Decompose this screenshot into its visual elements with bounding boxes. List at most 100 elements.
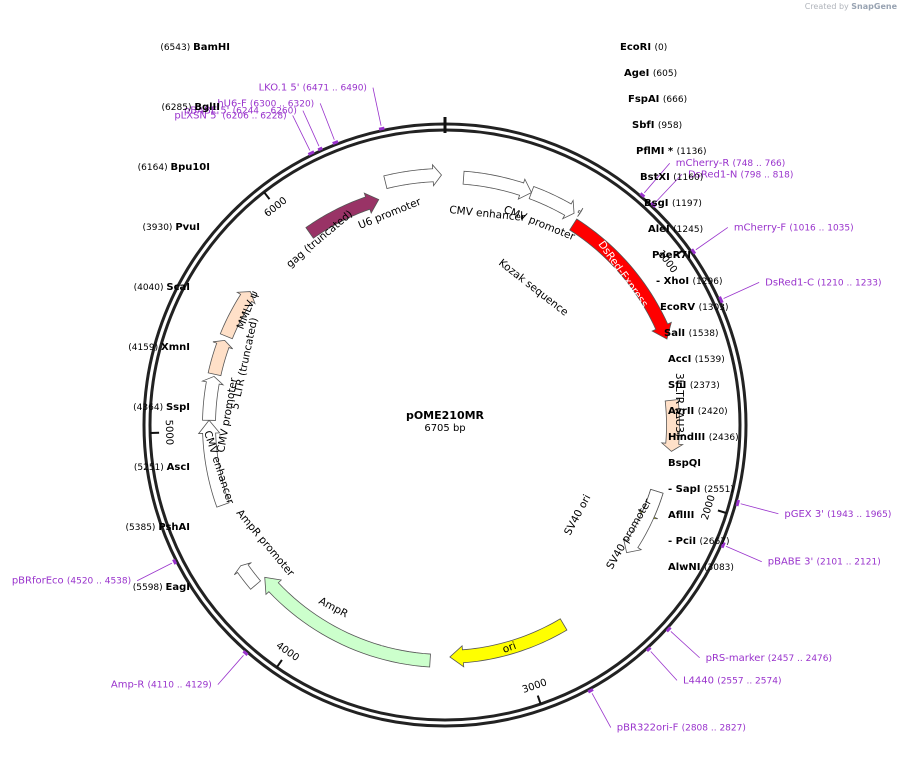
primer-name: LKO.1 5'	[259, 83, 303, 94]
primer-label-mcherry-r: mCherry-R (748 .. 766)	[676, 158, 786, 169]
enzyme-label-xmni: (4159) XmnI	[128, 342, 190, 353]
enzyme-label-alwni: AlwNI (3083)	[668, 562, 734, 573]
enzyme-label-bsgi: BsgI (1197)	[644, 198, 702, 209]
enzyme-label-eagi: (5598) EagI	[133, 582, 190, 593]
enzyme-label-afliii: AflIII	[668, 510, 694, 521]
feature-layer	[197, 163, 684, 668]
feature-cmv-enhancer	[197, 419, 230, 508]
enzyme-name: EagI	[166, 582, 190, 593]
primer-mark-pbrforeco	[172, 558, 178, 565]
feature-label-gag: gag (truncated)	[284, 208, 355, 270]
enzyme-label-pshai: (5385) PshAI	[126, 522, 190, 533]
enzyme-name: PflMI *	[636, 146, 677, 157]
enzyme-coord: (4159)	[128, 343, 161, 353]
ruler-label: 2000	[700, 494, 718, 522]
enzyme-coord: (2551)	[704, 485, 734, 495]
primer-leader	[654, 173, 683, 203]
primer-mark-prs-marker	[665, 626, 672, 633]
primer-name: pBABE 3'	[768, 557, 817, 568]
primer-coord: (6244 .. 6260)	[233, 107, 297, 117]
ruler-tick	[536, 695, 542, 705]
primer-coord: (748 .. 766)	[732, 159, 785, 169]
primer-leader	[650, 651, 678, 681]
feature-cmv-promoter	[201, 375, 225, 421]
feature-mmlv	[219, 291, 256, 340]
enzyme-label-avrii: AvrII (2420)	[668, 406, 728, 417]
primer-mark-mcherry-r	[639, 192, 646, 198]
feature-kozak-sequence	[577, 207, 584, 217]
ruler-tick	[275, 659, 283, 668]
feature-ampr-promoter	[233, 562, 262, 590]
primer-coord: (1210 .. 1233)	[817, 278, 881, 288]
ruler-tick	[717, 509, 727, 515]
enzyme-coord: (2436)	[709, 433, 739, 443]
feature-cmv-enhancer	[462, 170, 532, 200]
enzyme-coord: (958)	[658, 121, 682, 131]
primer-label-prs-marker: pRS-marker (2457 .. 2476)	[706, 653, 832, 664]
enzyme-label-hindiii: HindIII (2436)	[668, 432, 739, 443]
ruler-label: 6000	[263, 195, 290, 219]
snapgene-credit: Created by SnapGene	[805, 2, 897, 11]
primer-label-dsred1-c: DsRed1-C (1210 .. 1233)	[765, 277, 881, 288]
enzyme-coord: (2420)	[698, 407, 728, 417]
enzyme-name: BspQI	[668, 458, 701, 469]
credit-prefix: Created by	[804, 2, 849, 11]
enzyme-name: EcoRI	[620, 42, 655, 53]
feature-label-ampr: AmpR	[317, 595, 350, 620]
enzyme-coord: (1160)	[673, 173, 703, 183]
primer-name: pRS-marker	[706, 653, 768, 664]
primer-name: mCherry-R	[676, 158, 733, 169]
enzyme-name: - PciI	[668, 536, 700, 547]
primer-layer: LKO.1 5' (6471 .. 6490)hU6-F (6300 .. 63…	[12, 83, 892, 734]
enzyme-label-pcii: - PciI (2667)	[668, 536, 729, 547]
primer-coord: (798 .. 818)	[741, 170, 794, 180]
enzyme-label-asci: (5251) AscI	[134, 462, 190, 473]
primer-label-hu6-f: hU6-F (6300 .. 6320)	[217, 98, 314, 109]
enzyme-name: PvuI	[175, 222, 200, 233]
primer-label-mcherry-f: mCherry-F (1016 .. 1035)	[734, 222, 854, 233]
enzyme-label-alei: AleI (1245)	[648, 224, 703, 235]
enzyme-name: - SapI	[668, 484, 704, 495]
feature-label-ori: ori	[501, 640, 518, 656]
enzyme-label-pflmi: PflMI * (1136)	[636, 146, 707, 157]
primer-coord: (6300 .. 6320)	[250, 99, 314, 109]
enzyme-name: PaeR7I	[652, 250, 691, 261]
enzyme-coord: (5385)	[126, 523, 159, 533]
enzyme-coord: (5598)	[133, 583, 166, 593]
enzyme-label-scai: (4040) ScaI	[134, 282, 190, 293]
feature-ori	[449, 618, 568, 668]
enzyme-coord: (6543)	[160, 43, 193, 53]
enzyme-name: FspAI	[628, 94, 663, 105]
enzyme-label-fspai: FspAI (666)	[628, 94, 687, 105]
enzyme-coord: (2373)	[690, 381, 720, 391]
feature-label-3ltr: 3' LTR (ΔU3)	[673, 373, 685, 437]
enzyme-layer: EcoRI (0)AgeI (605)FspAI (666)SbfI (958)…	[126, 42, 739, 593]
enzyme-coord: (6164)	[138, 163, 171, 173]
feature-gag-truncated	[305, 192, 380, 239]
primer-leader	[725, 545, 762, 563]
primer-name: pBRforEco	[12, 576, 67, 587]
enzyme-label-pvui: (3930) PvuI	[143, 222, 200, 233]
primer-leader	[292, 115, 311, 151]
primer-leader	[740, 503, 779, 515]
enzyme-name: - XhoI	[656, 276, 693, 287]
primer-name: mCherry-F	[734, 222, 790, 233]
enzyme-coord: (3083)	[704, 563, 734, 573]
primer-leader	[217, 655, 244, 685]
primer-label-pgex-3: pGEX 3' (1943 .. 1965)	[784, 509, 891, 520]
enzyme-label-bstxi: BstXI (1160)	[640, 172, 703, 183]
enzyme-coord: (1296)	[693, 277, 723, 287]
primer-mark-lko-1-5	[378, 126, 385, 131]
primer-coord: (1943 .. 1965)	[827, 510, 891, 520]
feature-label-kozak: Kozak sequence	[496, 257, 570, 319]
enzyme-name: HindIII	[668, 432, 709, 443]
ruler-tick	[263, 191, 271, 200]
feature-5-ltr-truncated	[207, 339, 234, 377]
primer-leader	[302, 110, 320, 147]
feature-sv40-promoter	[622, 488, 664, 554]
enzyme-coord: (605)	[653, 69, 677, 79]
enzyme-coord: (2667)	[700, 537, 730, 547]
enzyme-label-sapi: - SapI (2551)	[668, 484, 734, 495]
